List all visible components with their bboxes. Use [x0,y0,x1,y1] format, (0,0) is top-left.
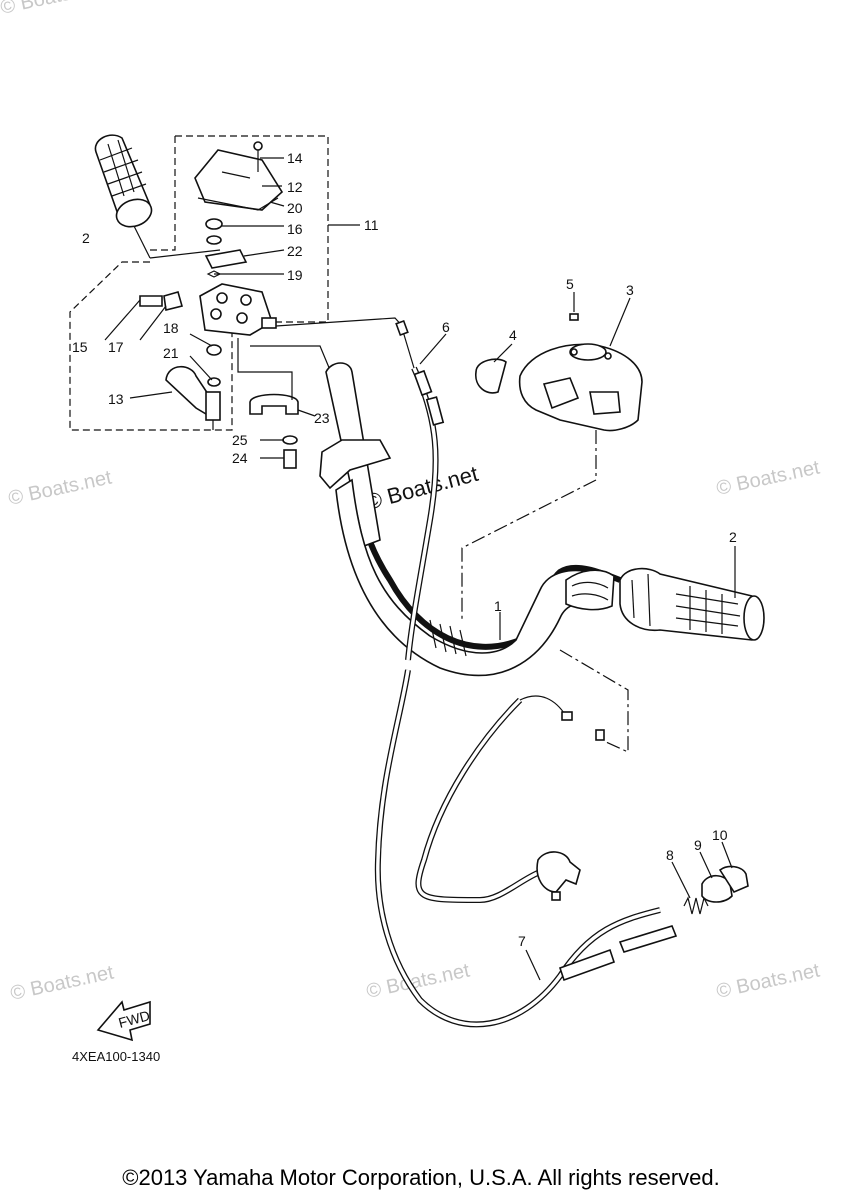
throttle-cable [395,319,447,661]
watermark: © Boats.net [8,961,116,1004]
part-label: 3 [626,282,634,298]
watermark: © Boats.net [714,456,822,499]
switch-upper-cover [194,141,284,211]
part-label: 5 [566,276,574,292]
drawing-code: 4XEA100-1340 [72,1049,161,1064]
choke-cable [374,669,678,1028]
part-label: 15 [72,339,88,355]
watermark: © Boats.net [0,0,106,19]
part-label: 6 [442,319,450,335]
handlebar [319,362,622,677]
copyright-notice: ©2013 Yamaha Motor Corporation, U.S.A. A… [122,1165,720,1190]
part-label: 25 [232,432,248,448]
watermark: © Boats.net [714,959,822,1002]
part-label: 19 [287,267,303,283]
part-label: 23 [314,410,330,426]
throttle-housing [475,292,643,432]
part-label: 12 [287,179,303,195]
part-label: 10 [712,827,728,843]
part-labels: 1 2 2 3 4 5 6 7 8 9 10 11 12 13 14 15 16… [72,150,737,949]
watermark: © Boats.net [6,466,114,509]
switch-lower-body [199,283,277,336]
part-label: 8 [666,847,674,863]
switch-small-parts [139,218,248,387]
fwd-label: FWD [117,1007,152,1031]
part-label: 9 [694,837,702,853]
part-label: 4 [509,327,517,343]
part-label: 18 [163,320,179,336]
watermark-center: © Boats.net [363,461,481,515]
part-label: 17 [108,339,124,355]
part-label: 7 [518,933,526,949]
chain-lines [461,430,629,753]
throttle-lever [165,365,221,430]
part-label: 11 [364,217,379,233]
part-label: 20 [287,200,303,216]
housing-leaders [104,157,316,459]
part-label: 24 [232,450,248,466]
part-label: 1 [494,598,502,614]
cable-end-parts [671,841,749,915]
right-grip [619,546,765,641]
part-label: 21 [163,345,179,361]
clamp-and-screw [249,393,299,469]
assembly-outline-11 [69,135,360,431]
part-label: 16 [287,221,303,237]
assembly-connectors [237,317,405,400]
left-grip [94,134,221,259]
part-label: 13 [108,391,124,407]
part-label: 22 [287,243,303,259]
part-label: 2 [729,529,737,545]
fwd-arrow-icon: FWD [96,1000,152,1042]
part-label: 2 [82,230,90,246]
part-label: 14 [287,150,303,166]
